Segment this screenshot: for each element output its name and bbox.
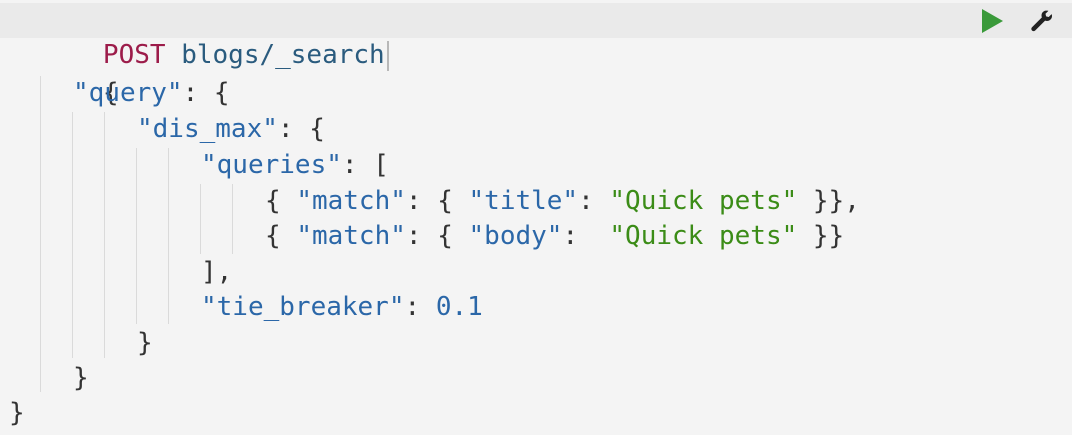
indent-guide — [200, 184, 201, 254]
queries-key: "queries" — [201, 150, 342, 180]
match2-colon: : — [562, 221, 610, 251]
request-line[interactable]: POST blogs/_search — [0, 3, 1072, 71]
wrench-icon — [1031, 10, 1052, 32]
match1-colon: : — [578, 186, 610, 216]
code-line: "tie_breaker": 0.1 — [201, 290, 483, 325]
match2-open: { — [265, 221, 297, 251]
text-cursor — [386, 40, 389, 71]
close-brace: } — [9, 398, 25, 428]
indent-guide — [232, 184, 233, 254]
dis-max-punct: : { — [277, 114, 325, 144]
match1-field-key: "title" — [468, 186, 579, 216]
query-close: } — [73, 363, 89, 393]
indent-guide — [168, 148, 169, 324]
match2-field-key: "body" — [468, 221, 563, 251]
code-line: { "match": { "body": "Quick pets" }} — [265, 219, 844, 254]
code-line: ], — [201, 255, 232, 290]
settings-button[interactable] — [1028, 7, 1056, 35]
request-actions — [978, 6, 1056, 36]
open-brace: { — [102, 78, 119, 108]
tie-breaker-key: "tie_breaker" — [201, 292, 405, 322]
dis-max-close: } — [137, 328, 153, 358]
query-key: "query" — [73, 78, 183, 108]
match1-match-key: "match" — [296, 186, 406, 216]
code-line: "queries": [ — [201, 148, 389, 183]
match1-open: { — [265, 186, 297, 216]
code-line: } — [137, 326, 153, 361]
indent-guide — [104, 112, 105, 358]
query-punct: : { — [182, 78, 230, 108]
indent-guide — [72, 112, 73, 358]
code-line: { — [9, 41, 119, 108]
code-line: } — [73, 361, 89, 396]
indent-guide — [40, 76, 41, 392]
match1-mid: : { — [405, 186, 469, 216]
tie-breaker-colon: : — [404, 292, 436, 322]
tie-breaker-value: 0.1 — [435, 292, 483, 322]
indent-guide — [136, 148, 137, 324]
match1-value: "Quick pets" — [609, 186, 798, 216]
queries-close: ], — [201, 257, 233, 287]
code-line: "dis_max": { — [137, 112, 325, 147]
match2-mid: : { — [405, 221, 469, 251]
play-icon — [982, 9, 1003, 33]
dis-max-key: "dis_max" — [137, 114, 278, 144]
match2-match-key: "match" — [296, 221, 406, 251]
http-method: POST — [102, 40, 166, 70]
code-line: { "match": { "title": "Quick pets" }}, — [265, 184, 860, 219]
run-request-button[interactable] — [978, 7, 1006, 35]
code-line: } — [9, 396, 25, 431]
match2-close: }} — [797, 221, 845, 251]
request-path: blogs/_search — [181, 40, 385, 70]
queries-punct: : [ — [341, 150, 389, 180]
match1-close: }}, — [797, 186, 860, 216]
match2-value: "Quick pets" — [609, 221, 798, 251]
code-line: "query": { — [73, 76, 230, 111]
